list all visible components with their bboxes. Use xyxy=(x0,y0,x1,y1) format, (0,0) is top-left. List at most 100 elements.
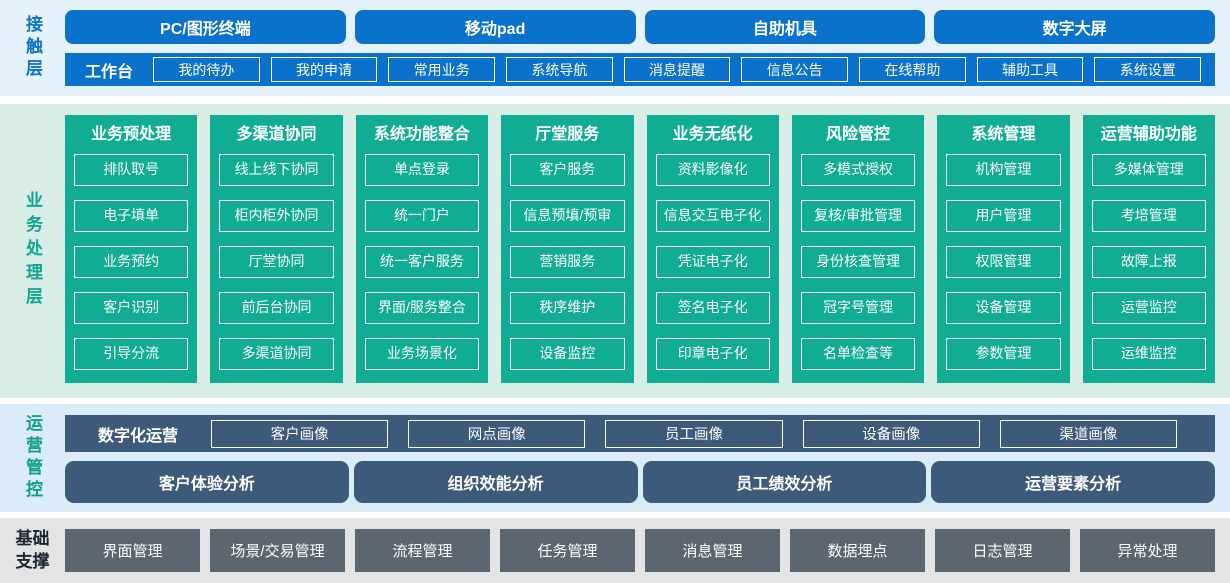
module-box: 排队取号 xyxy=(74,154,189,186)
contact-layer-label: 接触层 xyxy=(23,15,42,81)
column-title: 业务预处理 xyxy=(91,126,172,143)
workbench-item: 信息公告 xyxy=(741,57,849,82)
foundation-item: 数据埋点 xyxy=(790,529,925,572)
module-box: 多渠道协同 xyxy=(219,338,334,370)
module-box: 用户管理 xyxy=(946,200,1061,232)
operations-layer-label: 运营管控 xyxy=(23,414,42,502)
foundation-item: 消息管理 xyxy=(645,529,780,572)
profile-item: 设备画像 xyxy=(802,419,980,448)
analysis-row: 客户体验分析组织效能分析员工绩效分析运营要素分析 xyxy=(65,461,1215,503)
module-box: 客户识别 xyxy=(74,292,189,324)
terminal-button: PC/图形终端 xyxy=(65,10,346,44)
module-box: 电子填单 xyxy=(74,200,189,232)
column-title: 风险管控 xyxy=(826,126,891,143)
business-layer-label: 业务处理层 xyxy=(23,191,42,311)
module-box: 单点登录 xyxy=(364,154,480,186)
foundation-item: 场景/交易管理 xyxy=(210,529,345,572)
module-box: 复核/审批管理 xyxy=(800,200,916,232)
module-box: 客户服务 xyxy=(510,154,625,186)
module-box: 业务场景化 xyxy=(364,338,480,370)
module-box: 机构管理 xyxy=(946,154,1061,186)
workbench-item: 辅助工具 xyxy=(976,57,1084,82)
terminal-button: 数字大屏 xyxy=(934,10,1215,44)
workbench-items: 我的待办我的申请常用业务系统导航消息提醒信息公告在线帮助辅助工具系统设置 xyxy=(153,57,1202,82)
module-box: 参数管理 xyxy=(946,338,1061,370)
module-box: 冠字号管理 xyxy=(800,292,916,324)
module-box: 线上线下协同 xyxy=(219,154,334,186)
column-title: 系统功能整合 xyxy=(373,126,470,143)
workbench-item: 在线帮助 xyxy=(859,57,966,82)
workbench-item: 消息提醒 xyxy=(623,57,731,82)
module-box: 多模式授权 xyxy=(800,154,916,186)
module-box: 前后台协同 xyxy=(219,292,334,324)
workbench-bar: 工作台 我的待办我的申请常用业务系统导航消息提醒信息公告在线帮助辅助工具系统设置 xyxy=(65,53,1215,86)
business-column-lobby-service: 厅堂服务 客户服务信息预填/预审营销服务秩序维护设备监控 xyxy=(501,115,634,383)
business-column-system-integration: 系统功能整合 单点登录统一门户统一客户服务界面/服务整合业务场景化 xyxy=(355,115,489,383)
workbench-item: 我的待办 xyxy=(153,57,260,82)
analysis-button: 员工绩效分析 xyxy=(642,461,927,503)
business-column-pre-processing: 业务预处理 排队取号电子填单业务预约客户识别引导分流 xyxy=(65,115,198,383)
foundation-item: 界面管理 xyxy=(65,529,200,572)
module-box: 印章电子化 xyxy=(655,338,770,370)
foundation-items: 界面管理场景/交易管理流程管理任务管理消息管理数据埋点日志管理异常处理 xyxy=(65,529,1215,572)
business-column-risk-control: 风险管控 多模式授权复核/审批管理身份核查管理冠字号管理名单检查等 xyxy=(791,115,925,383)
business-columns: 业务预处理 排队取号电子填单业务预约客户识别引导分流 多渠道协同 线上线下协同柜… xyxy=(65,115,1215,383)
digital-ops-bar: 数字化运营 客户画像网点画像员工画像设备画像渠道画像 xyxy=(65,415,1215,452)
foundation-item: 日志管理 xyxy=(935,529,1070,572)
workbench-item: 系统导航 xyxy=(506,57,613,82)
business-layer-band: 业务处理层 业务预处理 排队取号电子填单业务预约客户识别引导分流 多渠道协同 线… xyxy=(0,104,1230,398)
module-box: 信息预填/预审 xyxy=(510,200,625,232)
module-box: 运营监控 xyxy=(1091,292,1206,324)
foundation-item: 异常处理 xyxy=(1080,529,1215,572)
column-title: 运营辅助功能 xyxy=(1100,126,1197,143)
workbench-item: 常用业务 xyxy=(388,57,496,82)
module-box: 引导分流 xyxy=(74,338,189,370)
business-column-paperless: 业务无纸化 资料影像化信息交互电子化凭证电子化签名电子化印章电子化 xyxy=(646,115,779,383)
module-box: 名单检查等 xyxy=(800,338,916,370)
column-title: 厅堂服务 xyxy=(535,126,600,143)
foundation-item: 任务管理 xyxy=(500,529,635,572)
module-box: 设备监控 xyxy=(510,338,625,370)
foundation-layer-band: 基础支撑 界面管理场景/交易管理流程管理任务管理消息管理数据埋点日志管理异常处理 xyxy=(0,518,1230,583)
module-box: 柜内柜外协同 xyxy=(219,200,334,232)
workbench-label: 工作台 xyxy=(84,63,133,81)
profile-items: 客户画像网点画像员工画像设备画像渠道画像 xyxy=(211,419,1178,448)
module-box: 权限管理 xyxy=(946,246,1061,278)
terminal-button: 移动pad xyxy=(354,10,636,44)
workbench-item: 我的申请 xyxy=(270,57,378,82)
column-title: 业务无纸化 xyxy=(672,126,753,143)
module-box: 资料影像化 xyxy=(655,154,770,186)
module-box: 界面/服务整合 xyxy=(364,292,480,324)
foundation-layer-label: 基础支撑 xyxy=(15,529,50,571)
profile-item: 网点画像 xyxy=(408,419,586,448)
column-title: 系统管理 xyxy=(971,126,1036,143)
digital-ops-label: 数字化运营 xyxy=(97,427,178,445)
business-column-ops-auxiliary: 运营辅助功能 多媒体管理考培管理故障上报运营监控运维监控 xyxy=(1082,115,1215,383)
analysis-button: 组织效能分析 xyxy=(353,461,638,503)
column-title: 多渠道协同 xyxy=(236,126,317,143)
profile-item: 客户画像 xyxy=(211,419,389,448)
module-box: 信息交互电子化 xyxy=(655,200,770,232)
profile-item: 渠道画像 xyxy=(999,419,1178,448)
business-column-multi-channel: 多渠道协同 线上线下协同柜内柜外协同厅堂协同前后台协同多渠道协同 xyxy=(210,115,343,383)
module-box: 统一客户服务 xyxy=(364,246,480,278)
module-box: 营销服务 xyxy=(510,246,625,278)
module-box: 身份核查管理 xyxy=(800,246,916,278)
terminal-button: 自助机具 xyxy=(644,10,926,44)
business-column-system-management: 系统管理 机构管理用户管理权限管理设备管理参数管理 xyxy=(937,115,1070,383)
module-box: 多媒体管理 xyxy=(1091,154,1206,186)
module-box: 考培管理 xyxy=(1091,200,1206,232)
module-box: 凭证电子化 xyxy=(655,246,770,278)
module-box: 签名电子化 xyxy=(655,292,770,324)
analysis-button: 客户体验分析 xyxy=(65,461,349,503)
module-box: 故障上报 xyxy=(1091,246,1206,278)
workbench-item: 系统设置 xyxy=(1094,57,1202,82)
module-box: 业务预约 xyxy=(74,246,189,278)
module-box: 运维监控 xyxy=(1091,338,1206,370)
module-box: 厅堂协同 xyxy=(219,246,334,278)
module-box: 秩序维护 xyxy=(510,292,625,324)
module-box: 统一门户 xyxy=(364,200,480,232)
module-box: 设备管理 xyxy=(946,292,1061,324)
